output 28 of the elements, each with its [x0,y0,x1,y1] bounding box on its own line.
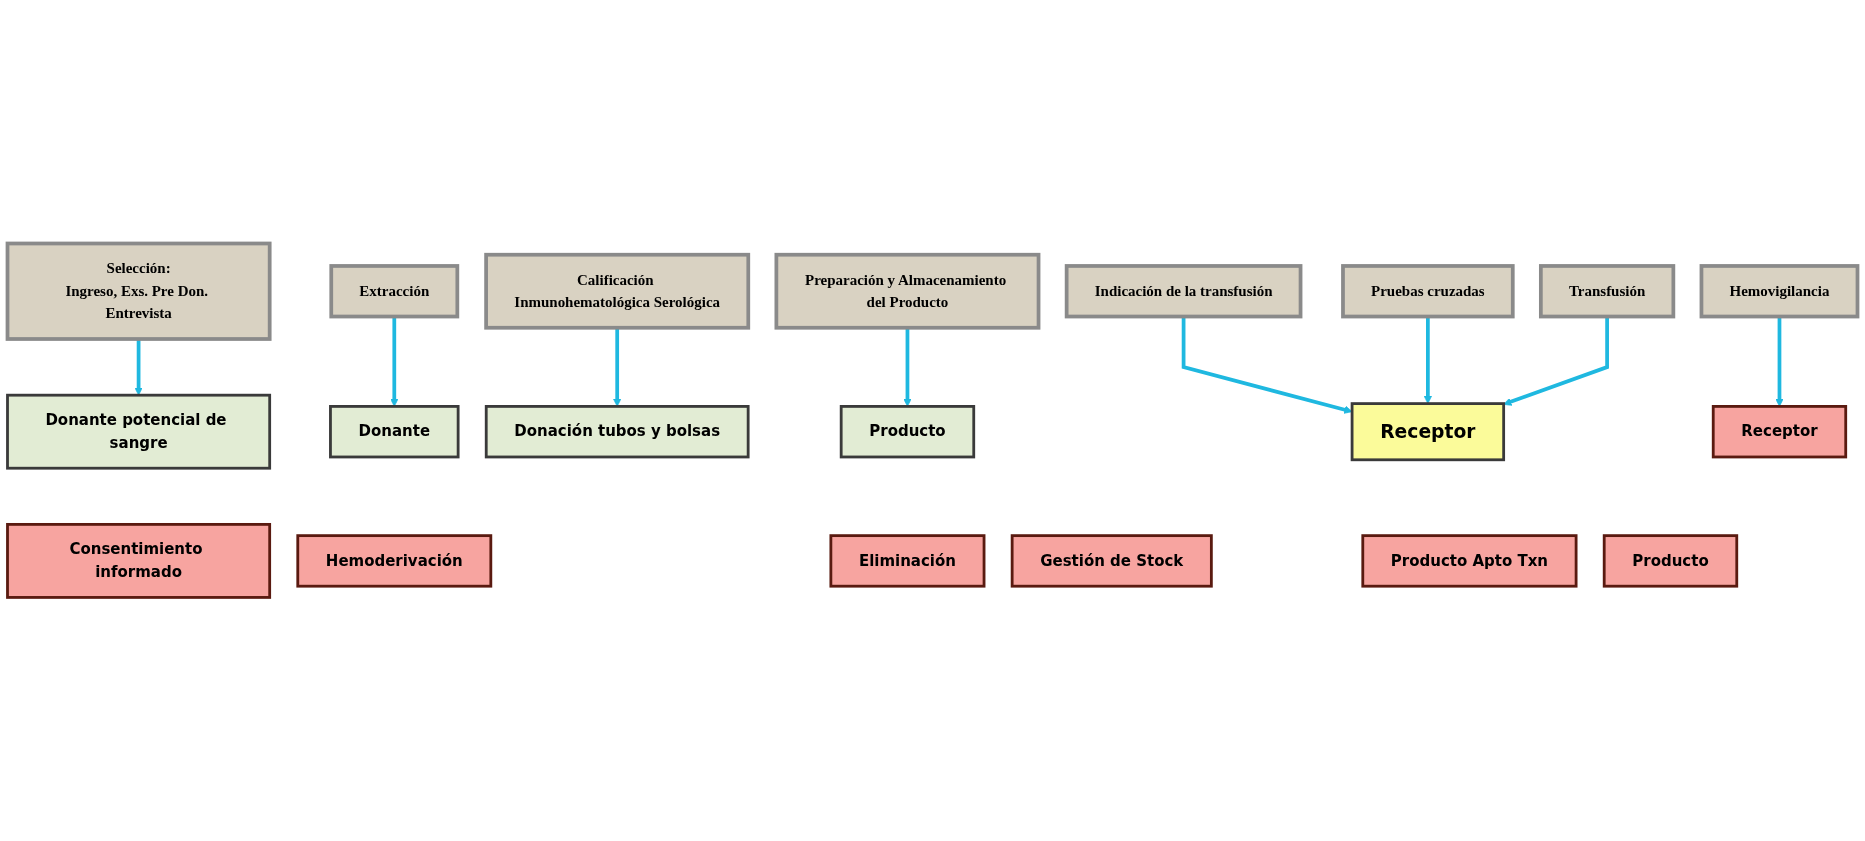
node-box: Producto [1602,534,1739,588]
node-box: Donación tubos y bolsas [484,405,750,459]
arrow [1181,316,1353,414]
arrow [1423,316,1432,404]
node-box: Selección: Ingreso, Exs. Pre Don. Entrevista [5,241,272,341]
arrow [390,316,399,407]
arrow [1775,316,1784,407]
node-box: Calificación Inmunohematológica Serológica [484,252,751,330]
node-box: Transfusión [1538,264,1676,319]
node-box: Hemoderivación [296,534,493,588]
node-box: Receptor [1711,405,1848,459]
arrow [134,339,143,396]
node-box: Producto [839,405,976,459]
arrow [1503,316,1609,406]
node-box: Pruebas cruzadas [1341,264,1515,319]
node-box: Donante [329,405,460,459]
node-box: Indicación de la transfusión [1064,264,1303,319]
node-box: Consentimiento informado [6,523,272,599]
node-box: Eliminación [829,534,986,588]
node-box: Gestión de Stock [1010,534,1213,588]
node-box: Extracción [329,264,460,319]
node-box: Donante potencial de sangre [6,393,272,470]
node-box: Hemovigilancia [1699,264,1860,319]
arrow [613,327,622,407]
node-box: Receptor [1350,402,1506,462]
arrow [903,327,912,407]
node-box: Preparación y Almacenamiento del Producto [774,252,1041,330]
node-box: Producto Apto Txn [1361,534,1578,588]
